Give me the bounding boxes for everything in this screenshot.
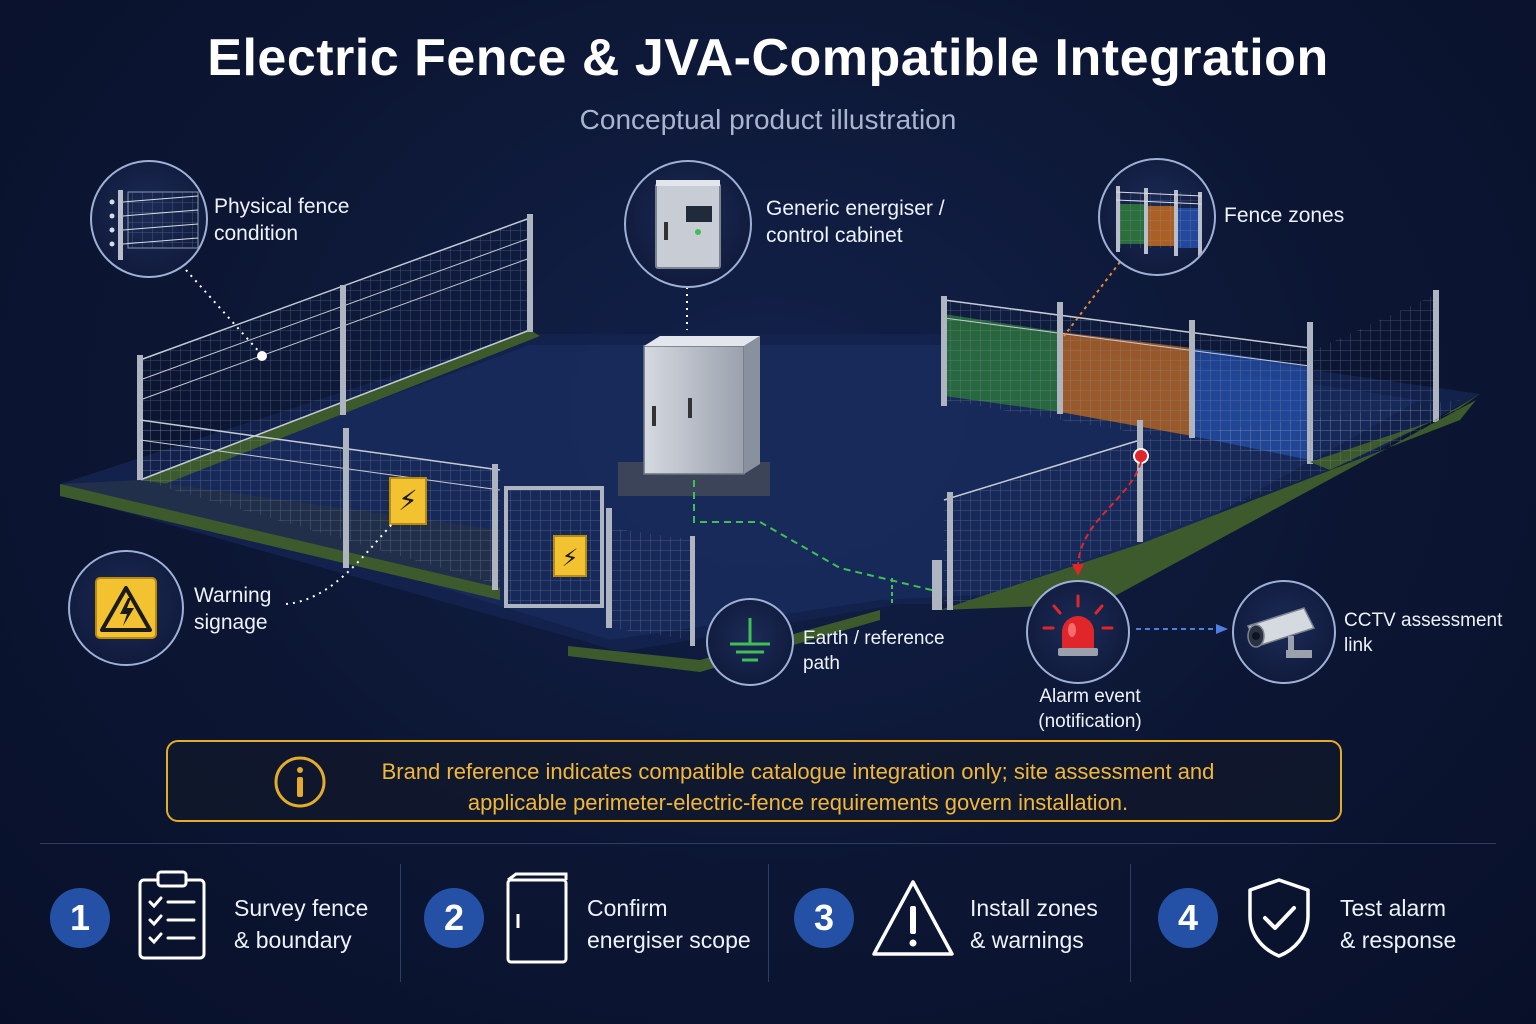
fence-detail-icon (109, 190, 199, 260)
cctv-label: CCTV assessment link (1344, 610, 1503, 656)
step-3-number: 3 (794, 888, 854, 948)
cctv-callout (1232, 580, 1336, 684)
step-divider-2 (768, 864, 769, 982)
notice-text: Brand reference indicates compatible cat… (381, 759, 1215, 815)
step-divider-3 (1130, 864, 1131, 982)
info-icon (274, 756, 326, 808)
energiser-callout (624, 160, 752, 288)
cabinet-outline-icon (506, 872, 568, 964)
alarm-label: Alarm event (notification) (1038, 686, 1142, 732)
svg-text:⚡: ⚡ (398, 484, 418, 517)
cabinet-icon (655, 180, 721, 269)
steps-divider (40, 843, 1496, 844)
right-front-fence (932, 400, 1476, 610)
shield-check-icon (1248, 878, 1310, 958)
fence-zones-label: Fence zones (1224, 204, 1345, 227)
step-4-label: Test alarm & response (1340, 895, 1457, 953)
fence-condition-callout (90, 160, 208, 278)
step-3-label: Install zones & warnings (970, 895, 1098, 953)
page-subtitle: Conceptual product illustration (579, 104, 957, 135)
signage-label: Warning signage (194, 584, 272, 634)
step-4-number: 4 (1158, 888, 1218, 948)
cctv-camera-icon (1246, 607, 1316, 658)
fence-gate: ⚡ (504, 486, 880, 672)
step-1-label: Survey fence & boundary (234, 895, 369, 953)
step-2-label: Confirm energiser scope (587, 895, 751, 953)
brand-notice-box: Brand reference indicates compatible cat… (166, 740, 1342, 822)
warning-triangle-icon (872, 880, 954, 956)
fence-zones-callout (1098, 158, 1216, 276)
signage-callout (68, 550, 184, 666)
svg-text:⚡: ⚡ (562, 544, 579, 572)
fence-warning-sign-1 (389, 477, 427, 525)
page-title: Electric Fence & JVA-Compatible Integrat… (207, 29, 1329, 87)
fence-condition-label: Physical fence condition (214, 195, 350, 245)
alarm-path-line (1077, 461, 1142, 567)
fence-zones-icon (1115, 186, 1203, 258)
energiser-label: Generic energiser / control cabinet (766, 197, 945, 247)
clipboard-checklist-icon (138, 870, 206, 960)
step-1-number: 1 (50, 888, 110, 948)
step-2-number: 2 (424, 888, 484, 948)
alarm-beacon-icon (1042, 594, 1114, 656)
alarm-trigger-point (1133, 448, 1149, 464)
earth-callout (706, 598, 794, 686)
control-cabinet (618, 336, 770, 496)
earth-label: Earth / reference path (803, 628, 945, 674)
step-divider-1 (400, 864, 401, 982)
earth-ground-icon (730, 618, 770, 662)
left-front-fence: ⚡ (60, 419, 501, 600)
warning-sign-icon (95, 577, 157, 639)
fence-warning-sign-2 (553, 535, 587, 577)
alarm-callout (1026, 580, 1130, 684)
